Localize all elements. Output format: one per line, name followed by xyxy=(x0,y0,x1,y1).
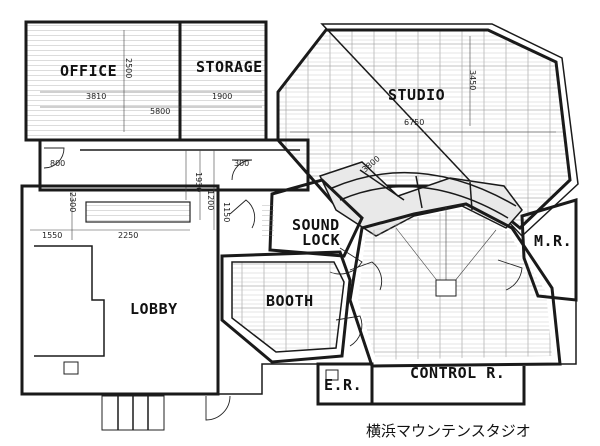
control-room xyxy=(348,202,562,368)
label-control-room: CONTROL R. xyxy=(410,364,505,382)
dim-hall-b: 1930 xyxy=(194,172,203,192)
dim-storage-width: 1900 xyxy=(212,92,232,101)
label-storage: STORAGE xyxy=(196,58,263,76)
label-lobby: LOBBY xyxy=(130,300,178,318)
dim-office-height: 2500 xyxy=(124,58,133,78)
dim-studio-height: 3450 xyxy=(468,70,477,90)
caption-studio-name: 横浜マウンテンスタジオ xyxy=(366,422,531,440)
label-sound-lock-1: SOUND xyxy=(292,216,340,234)
label-office: OFFICE xyxy=(60,62,117,80)
office-storage-block xyxy=(24,20,268,142)
dim-lobby-left: 1550 xyxy=(42,231,62,240)
sound-lock-room xyxy=(229,178,364,275)
dim-office-storage-total: 5800 xyxy=(150,107,170,116)
label-sound-lock-2: LOCK xyxy=(302,231,340,249)
dim-studio-width: 6750 xyxy=(404,118,424,127)
booth-room xyxy=(220,250,363,364)
dim-office-width: 3810 xyxy=(86,92,106,101)
dim-corridor-door: 800 xyxy=(50,159,65,168)
label-booth: BOOTH xyxy=(266,292,314,310)
label-mr: M.R. xyxy=(534,232,572,250)
dim-hall-c: 1200 xyxy=(206,190,215,210)
dim-lobby-side: 2300 xyxy=(68,192,77,212)
entrance-doors xyxy=(22,392,231,431)
outer-walls xyxy=(218,300,577,395)
dim-lobby-width: 2250 xyxy=(118,231,138,240)
er-room xyxy=(316,362,526,406)
machine-room xyxy=(497,197,578,302)
label-studio: STUDIO xyxy=(388,86,445,104)
label-er: E.R. xyxy=(324,376,362,394)
dim-hall-a: 1150 xyxy=(222,202,231,222)
dim-storage-door: 300 xyxy=(234,159,249,168)
lobby-room xyxy=(20,184,220,396)
